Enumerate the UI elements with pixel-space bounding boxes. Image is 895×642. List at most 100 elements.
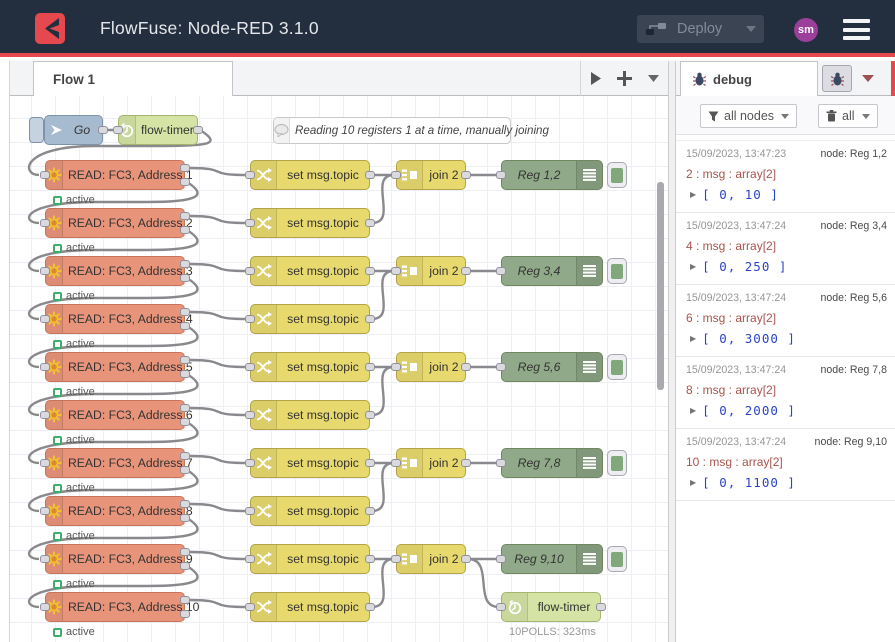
output-port-2[interactable]	[180, 178, 190, 186]
input-port[interactable]	[391, 555, 401, 563]
output-port[interactable]	[365, 555, 375, 563]
output-port-2[interactable]	[180, 514, 190, 522]
wire[interactable]	[371, 365, 395, 417]
debug-clear-button[interactable]: all	[818, 104, 878, 128]
output-port-1[interactable]	[180, 548, 190, 556]
input-port[interactable]	[245, 363, 255, 371]
modbus-read-node[interactable]: READ: FC3, Address 8	[40, 496, 193, 526]
output-port[interactable]	[365, 219, 375, 227]
debug-enable-toggle[interactable]	[607, 258, 627, 284]
inject-node[interactable]: Go	[29, 115, 108, 145]
add-flow-icon[interactable]	[617, 71, 633, 87]
wire[interactable]	[186, 358, 249, 369]
input-port[interactable]	[40, 603, 50, 611]
expand-caret-icon[interactable]: ▶	[690, 478, 697, 487]
change-node[interactable]: set msg.topic	[245, 496, 375, 526]
input-port[interactable]	[391, 171, 401, 179]
output-port[interactable]	[596, 603, 606, 611]
output-port-1[interactable]	[180, 164, 190, 172]
wire[interactable]	[28, 516, 199, 561]
input-port[interactable]	[245, 555, 255, 563]
input-port[interactable]	[40, 171, 50, 179]
modbus-read-node[interactable]: READ: FC3, Address 6	[40, 400, 193, 430]
comment-node[interactable]: Reading 10 registers 1 at a time, manual…	[273, 117, 549, 144]
modbus-read-node[interactable]: READ: FC3, Address 4	[40, 304, 193, 334]
input-port[interactable]	[40, 459, 50, 467]
input-port[interactable]	[40, 219, 50, 227]
output-port[interactable]	[461, 171, 471, 179]
change-node[interactable]: set msg.topic	[245, 256, 375, 286]
sidebar-splitter[interactable]	[668, 61, 676, 642]
input-port[interactable]	[245, 315, 255, 323]
modbus-read-node[interactable]: READ: FC3, Address 1	[40, 160, 193, 190]
wire[interactable]	[186, 454, 249, 465]
deploy-caret-icon[interactable]	[746, 26, 756, 32]
change-node[interactable]: set msg.topic	[245, 592, 375, 622]
expand-caret-icon[interactable]: ▶	[690, 334, 697, 343]
input-port[interactable]	[496, 267, 506, 275]
output-port-2[interactable]	[180, 418, 190, 426]
output-port-2[interactable]	[180, 274, 190, 282]
debug-enable-toggle[interactable]	[607, 162, 627, 188]
wire[interactable]	[186, 262, 249, 273]
change-node[interactable]: set msg.topic	[245, 544, 375, 574]
output-port[interactable]	[98, 126, 108, 134]
sidebar-menu-caret-icon[interactable]	[862, 75, 874, 82]
output-port[interactable]	[365, 411, 375, 419]
output-port[interactable]	[365, 267, 375, 275]
output-port-1[interactable]	[180, 356, 190, 364]
debug-node[interactable]: Reg 3,4	[496, 256, 603, 286]
input-port[interactable]	[40, 507, 50, 515]
user-avatar[interactable]: sm	[794, 18, 818, 42]
output-port[interactable]	[365, 315, 375, 323]
debug-node[interactable]: Reg 9,10	[496, 544, 603, 574]
input-port[interactable]	[40, 411, 50, 419]
input-port[interactable]	[245, 411, 255, 419]
output-port-2[interactable]	[180, 466, 190, 474]
wire[interactable]	[28, 468, 199, 513]
wire[interactable]	[371, 173, 395, 225]
sidebar-tab-debug[interactable]: debug	[680, 61, 818, 96]
flow-timer-node[interactable]: flow-timer	[496, 592, 606, 622]
input-port[interactable]	[245, 219, 255, 227]
output-port-2[interactable]	[180, 610, 190, 618]
wire[interactable]	[186, 502, 249, 513]
output-port[interactable]	[193, 126, 203, 134]
change-node[interactable]: set msg.topic	[245, 448, 375, 478]
input-port[interactable]	[496, 603, 506, 611]
join-node[interactable]: join 2	[391, 544, 471, 574]
join-node[interactable]: join 2	[391, 160, 471, 190]
input-port[interactable]	[40, 315, 50, 323]
debug-node[interactable]: Reg 5,6	[496, 352, 603, 382]
wire[interactable]	[28, 228, 199, 273]
output-port-1[interactable]	[180, 212, 190, 220]
wire[interactable]	[186, 406, 249, 417]
canvas-vertical-scrollbar[interactable]	[657, 182, 664, 390]
debug-pane-button[interactable]	[822, 65, 852, 92]
modbus-read-node[interactable]: READ: FC3, Address 9	[40, 544, 193, 574]
tab-scroll-right-icon[interactable]	[588, 71, 604, 87]
wire[interactable]	[467, 557, 500, 609]
input-port[interactable]	[245, 267, 255, 275]
modbus-read-node[interactable]: READ: FC3, Address 3	[40, 256, 193, 286]
output-port-1[interactable]	[180, 260, 190, 268]
input-port[interactable]	[391, 459, 401, 467]
wire[interactable]	[186, 214, 249, 225]
input-port[interactable]	[496, 555, 506, 563]
wire[interactable]	[28, 420, 199, 465]
inject-button[interactable]	[29, 117, 44, 143]
debug-enable-toggle[interactable]	[607, 546, 627, 572]
modbus-read-node[interactable]: READ: FC3, Address 5	[40, 352, 193, 382]
change-node[interactable]: set msg.topic	[245, 208, 375, 238]
wire[interactable]	[371, 461, 395, 513]
wire[interactable]	[28, 276, 199, 321]
deploy-button[interactable]: Deploy	[637, 15, 764, 43]
input-port[interactable]	[245, 603, 255, 611]
output-port-1[interactable]	[180, 596, 190, 604]
output-port[interactable]	[365, 459, 375, 467]
wire[interactable]	[186, 166, 249, 177]
input-port[interactable]	[496, 363, 506, 371]
debug-node[interactable]: Reg 1,2	[496, 160, 603, 190]
output-port-2[interactable]	[180, 370, 190, 378]
wire[interactable]	[186, 550, 249, 561]
